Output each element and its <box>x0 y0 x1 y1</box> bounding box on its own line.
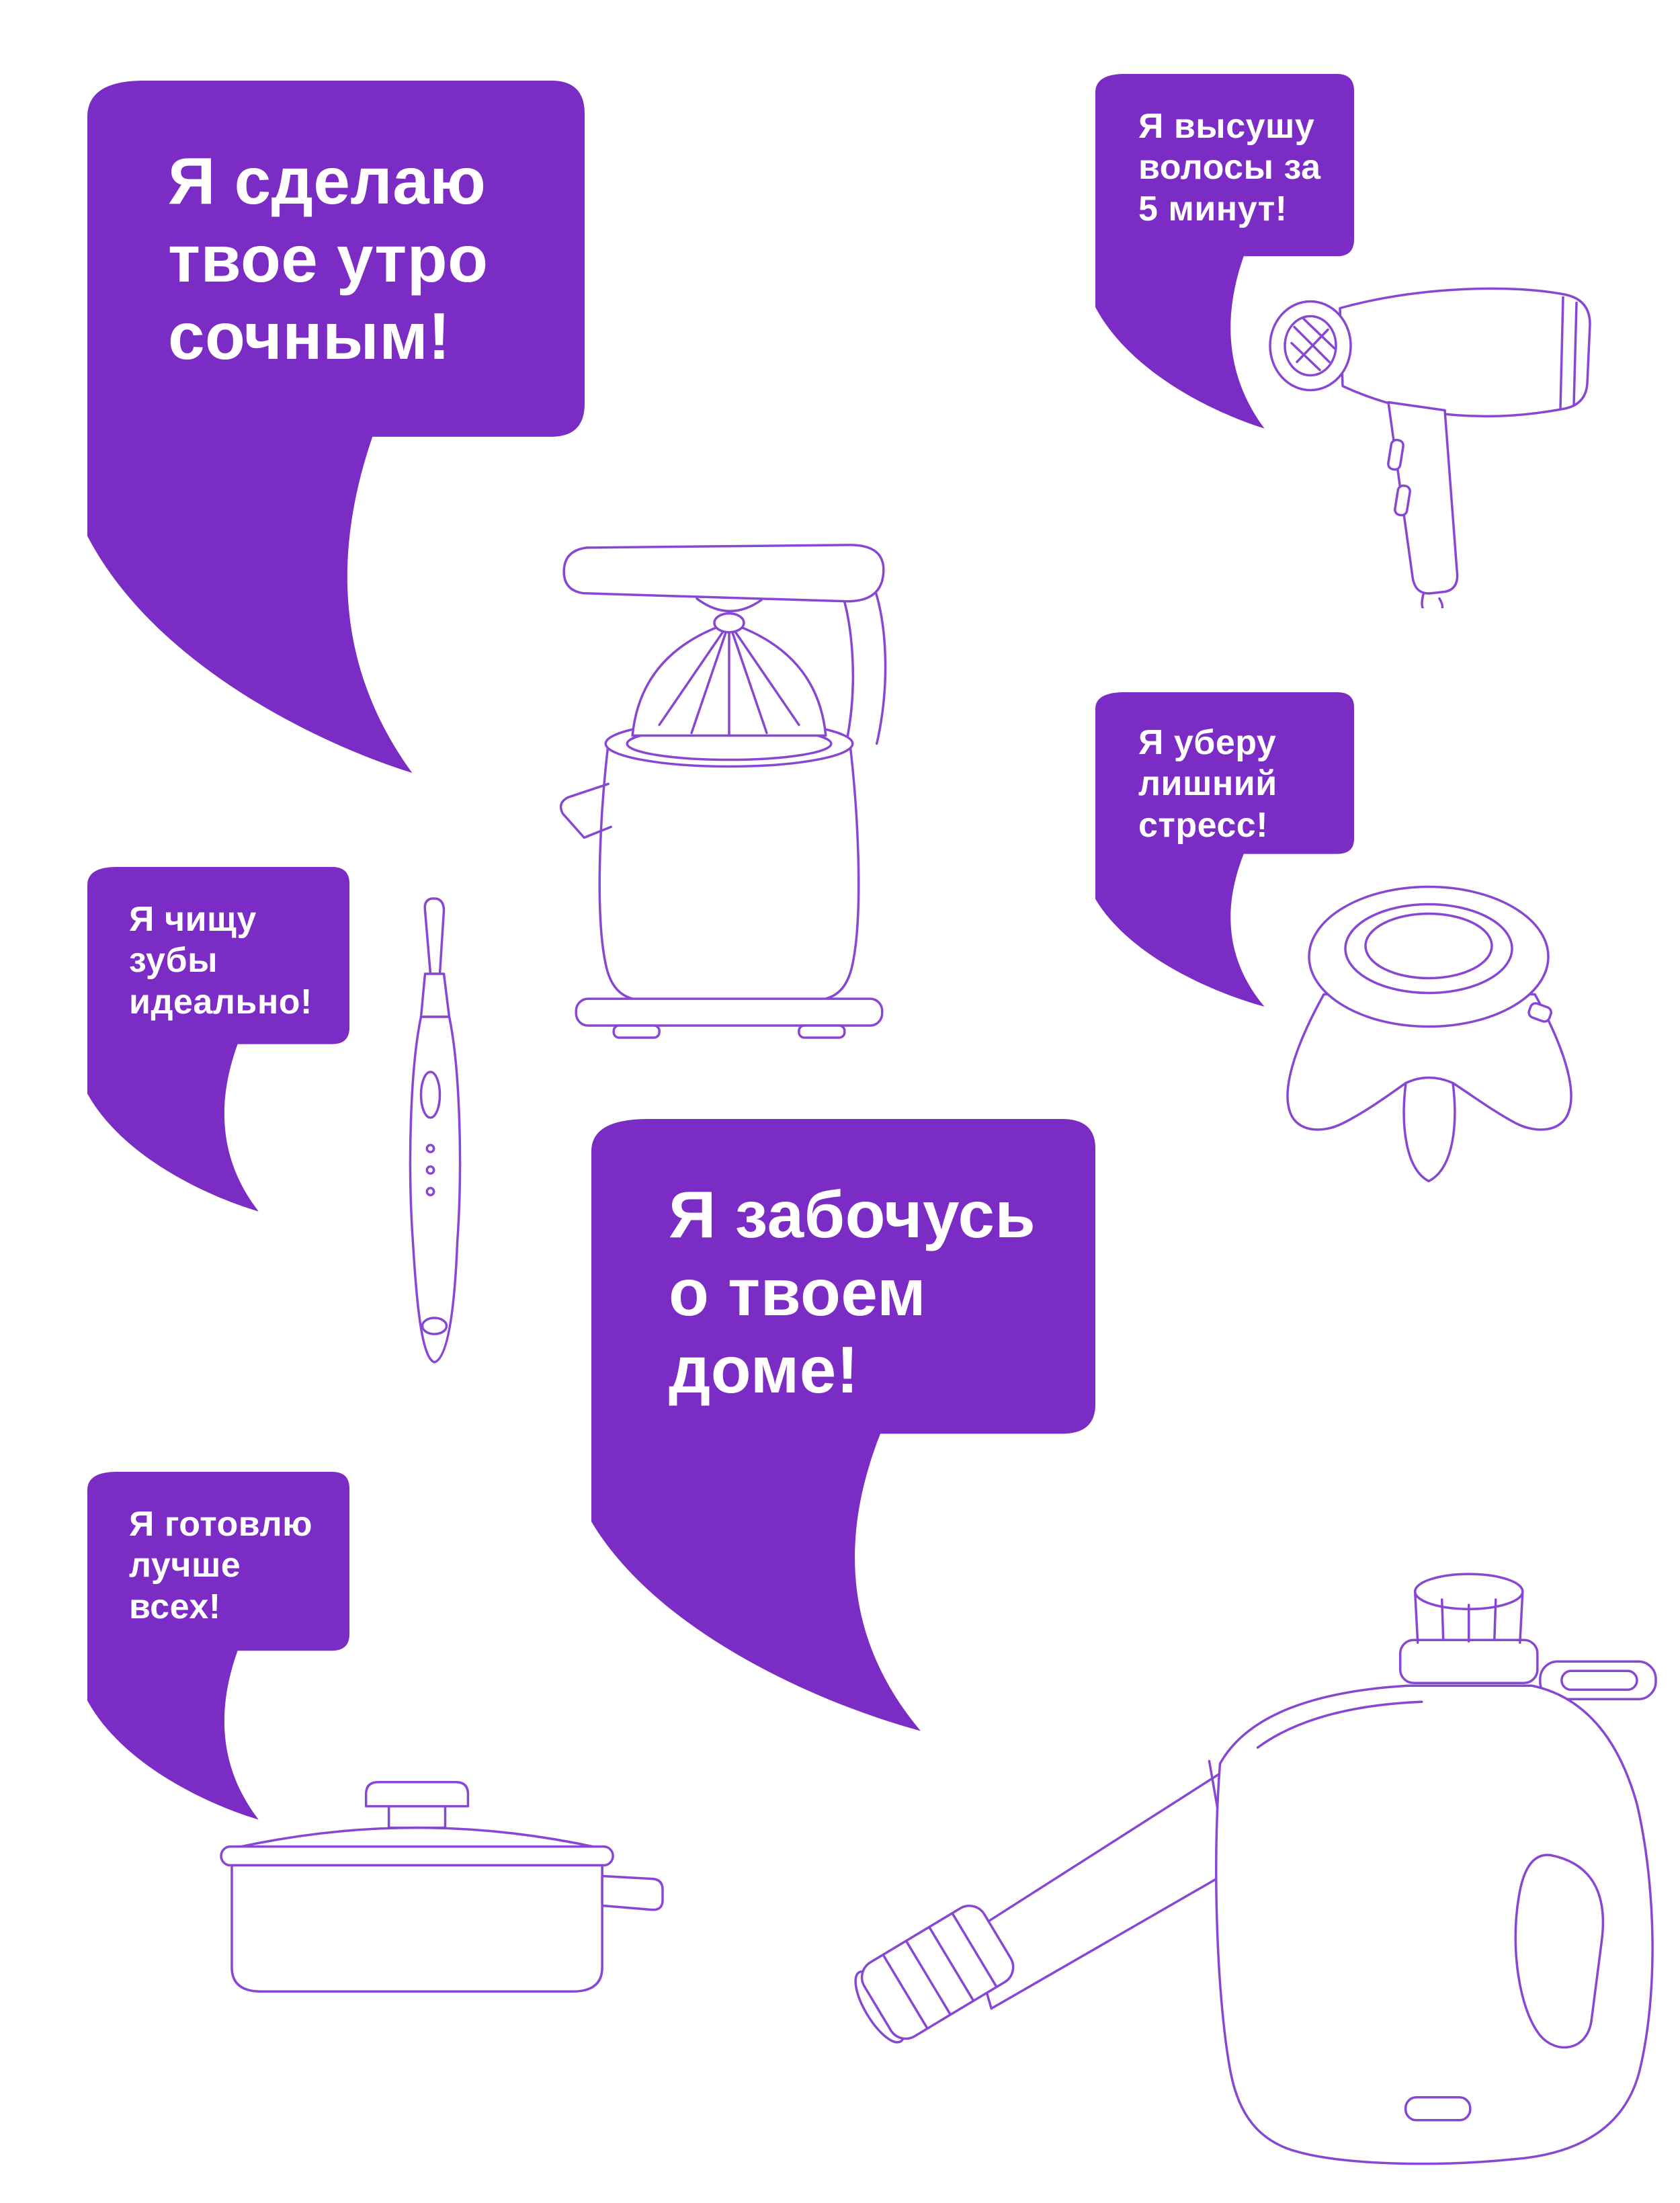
saucepan-drawing <box>221 1782 663 1992</box>
bubble-line: о твоем <box>669 1255 927 1329</box>
citrus-juicer-illustration <box>501 481 951 1042</box>
bubble-line: Я высушу <box>1138 107 1315 146</box>
bubble-line: стресс! <box>1138 805 1269 845</box>
bubble-line: сочным! <box>168 299 451 374</box>
speech-bubble-teeth: Я чищу зубы идеально! <box>87 867 349 1213</box>
bubble-line: волосы за <box>1138 148 1321 188</box>
water-flosser-illustration <box>370 890 494 1388</box>
bubble-line: лишний <box>1138 764 1277 804</box>
speech-bubble-cook: Я готовлю лучше всех! <box>87 1472 349 1821</box>
hair-dryer-illustration <box>1257 262 1613 608</box>
speech-bubble-hair: Я высушу волосы за 5 минут! <box>1095 74 1354 430</box>
citrus-juicer-drawing <box>561 545 886 1038</box>
hand-massager-drawing <box>1288 887 1571 1181</box>
bubble-line: твое утро <box>168 221 489 296</box>
bubble-line: Я чищу <box>129 900 257 939</box>
bubble-line: Я забочусь <box>669 1177 1036 1251</box>
bubble-line: лучше <box>129 1546 241 1585</box>
bubble-line: Я уберу <box>1138 723 1277 762</box>
bubble-line: 5 минут! <box>1138 189 1288 228</box>
speech-bubble-juice: Я сделаю твое утро сочным! <box>87 81 585 776</box>
bubble-line: доме! <box>669 1333 859 1407</box>
bubble-line: Я сделаю <box>168 144 487 218</box>
steam-cleaner-illustration <box>830 1559 1667 2174</box>
bubble-line: зубы <box>129 941 218 981</box>
water-flosser-drawing <box>411 899 460 1362</box>
steam-cleaner-drawing <box>845 1574 1656 2163</box>
speech-bubble-stress: Я уберу лишний стресс! <box>1095 692 1354 1008</box>
hand-massager-illustration <box>1270 870 1586 1216</box>
bubble-line: идеально! <box>129 982 312 1022</box>
saucepan-illustration <box>218 1771 665 2003</box>
speech-bubble-home: Я забочусь о твоем доме! <box>591 1119 1095 1734</box>
bubble-line: всех! <box>129 1587 221 1626</box>
bubble-line: Я готовлю <box>129 1505 313 1544</box>
hair-dryer-drawing <box>1270 288 1590 608</box>
